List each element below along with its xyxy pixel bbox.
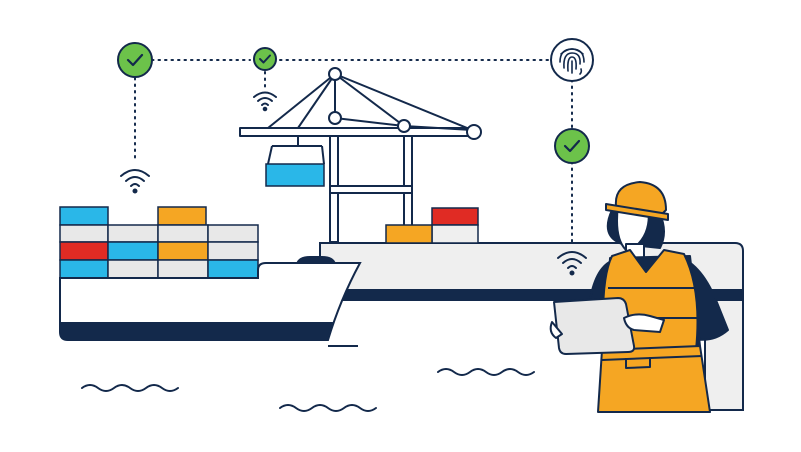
ship-containers [59,206,259,279]
dock-worker [549,181,729,413]
wifi-signal-icon [120,169,150,194]
water-waves [81,368,535,412]
fingerprint-icon [550,38,594,82]
hard-hat-icon [614,181,667,215]
dock-containers [385,207,479,244]
gantry-crane [239,67,482,243]
network-lines [134,59,573,251]
check-circle-icon [117,42,153,78]
tablet-device [553,297,636,355]
wifi-signal-icon [557,251,587,276]
hoisted-container [265,163,325,187]
check-circle-icon [253,47,277,71]
cargo-ship [59,256,362,347]
check-circle-icon [554,128,590,164]
wifi-signal-icon [253,91,277,112]
